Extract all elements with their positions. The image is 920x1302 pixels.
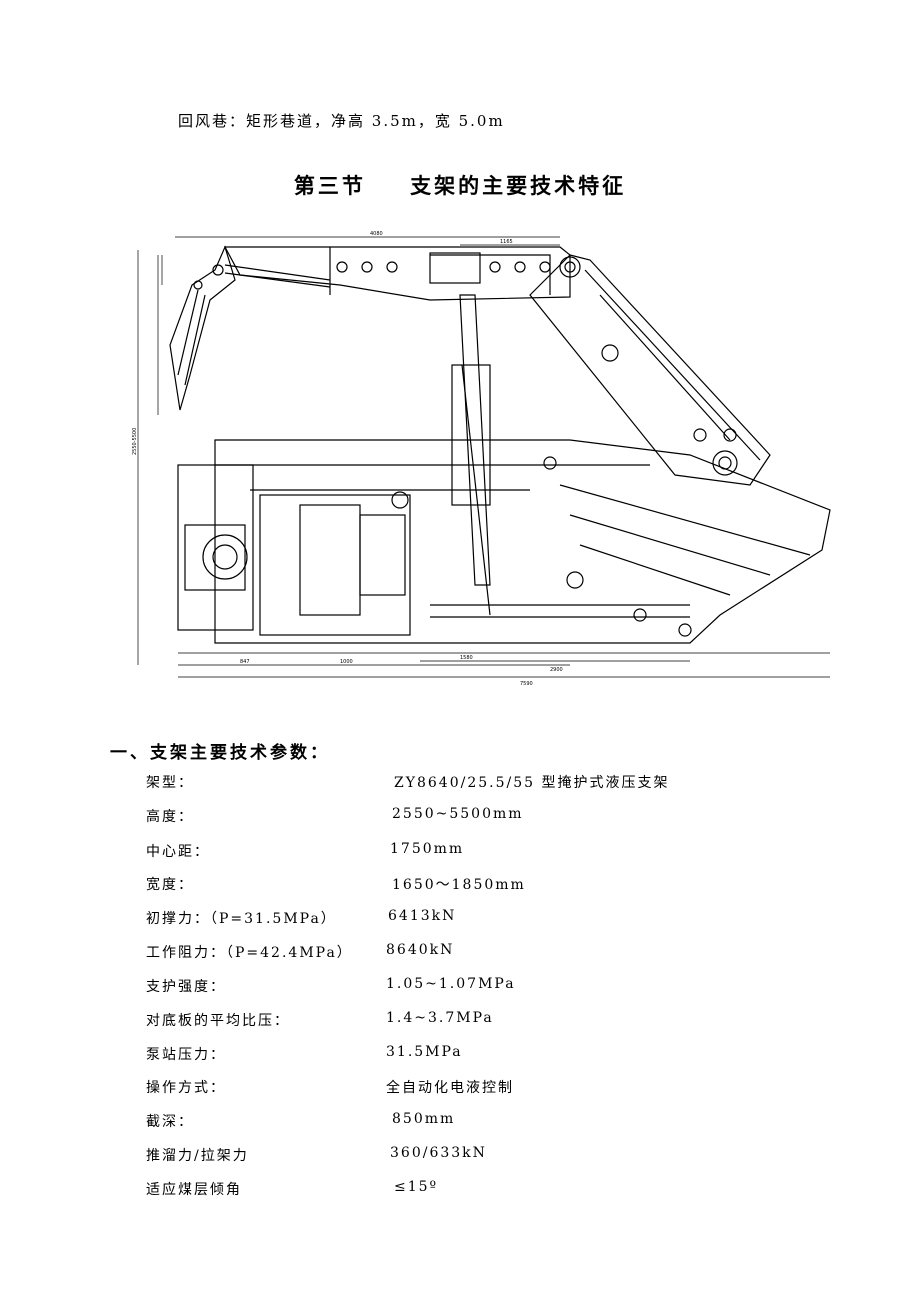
top-line-text: 回风巷：矩形巷道，净高 3.5m，宽 5.0m bbox=[178, 112, 505, 130]
param-label: 宽度： bbox=[146, 877, 194, 893]
param-value: ZY8640/25.5/55 型掩护式液压支架 bbox=[394, 775, 670, 791]
param-value: 1750mm bbox=[390, 841, 465, 857]
param-label: 支护强度： bbox=[146, 979, 226, 995]
param-label: 中心距： bbox=[146, 844, 210, 860]
param-label: 工作阻力：（P=42.4MPa） bbox=[146, 945, 353, 961]
support-frame-drawing: 4080 1165 7590 2550-5500 847 1000 1580 2… bbox=[132, 231, 831, 687]
param-value: 2550~5500mm bbox=[392, 806, 524, 822]
param-label: 高度： bbox=[146, 809, 194, 825]
dim-top-a: 4080 bbox=[370, 231, 383, 237]
param-label: 初撑力：（P=31.5MPa） bbox=[146, 911, 337, 927]
params-heading: 一、支架主要技术参数： bbox=[110, 743, 330, 763]
param-label: 操作方式： bbox=[146, 1080, 226, 1096]
param-label: 适应煤层倾角 bbox=[146, 1182, 242, 1198]
dim-top-b: 1165 bbox=[500, 239, 513, 245]
param-value: 全自动化电液控制 bbox=[386, 1080, 514, 1096]
dim-bottom-d: 2900 bbox=[550, 667, 563, 673]
dim-bottom-c: 1580 bbox=[460, 655, 473, 661]
param-value: 8640kN bbox=[386, 942, 455, 958]
param-label: 泵站压力： bbox=[146, 1047, 226, 1063]
param-value: 360/633kN bbox=[390, 1145, 487, 1161]
param-label: 推溜力/拉架力 bbox=[146, 1148, 249, 1164]
param-value: 850mm bbox=[392, 1111, 456, 1127]
dim-bottom-b: 1000 bbox=[340, 659, 353, 665]
param-label: 截深： bbox=[146, 1114, 194, 1130]
param-label: 架型： bbox=[146, 775, 194, 791]
param-value: 1650～1850mm bbox=[392, 877, 526, 893]
dim-left-height: 2550-5500 bbox=[132, 428, 138, 455]
dim-bottom-total: 7590 bbox=[520, 681, 533, 687]
param-value: 6413kN bbox=[388, 908, 457, 924]
param-value: 31.5MPa bbox=[386, 1044, 463, 1060]
param-label: 对底板的平均比压： bbox=[146, 1013, 290, 1029]
param-value: 1.4~3.7MPa bbox=[386, 1010, 494, 1026]
section-title: 第三节 支架的主要技术特征 bbox=[293, 174, 627, 198]
dim-bottom-a: 847 bbox=[240, 659, 250, 665]
param-value: 1.05~1.07MPa bbox=[386, 976, 516, 992]
param-value: ≤15º bbox=[394, 1179, 439, 1195]
